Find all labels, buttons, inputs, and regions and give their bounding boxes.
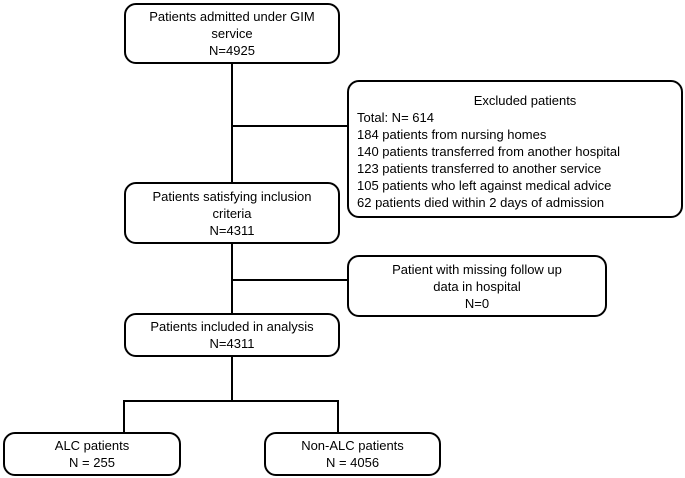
connector-to-nonalc	[337, 400, 339, 433]
admitted-line-1: Patients admitted under GIM	[149, 9, 315, 24]
admitted-line-2: service	[211, 26, 253, 41]
excluded-item: 184 patients from nursing homes	[357, 127, 547, 142]
analysis-box: Patients included in analysis N=4311	[124, 313, 340, 357]
connector-admitted-to-inclusion	[231, 63, 233, 183]
alc-label: ALC patients	[54, 438, 130, 453]
missing-count: N=0	[464, 295, 490, 311]
inclusion-line-1: Patients satisfying inclusion	[152, 188, 312, 204]
connector-to-missing	[231, 279, 348, 281]
alc-count: N = 255	[69, 455, 115, 470]
admitted-count: N=4925	[209, 43, 255, 58]
inclusion-count: N=4311	[209, 222, 255, 238]
excluded-item: 62 patients died within 2 days of admiss…	[357, 195, 605, 210]
nonalc-label: Non-ALC patients	[301, 438, 404, 453]
connector-to-excluded	[231, 125, 348, 127]
missing-box: Patient with missing follow up data in h…	[347, 255, 607, 317]
missing-line-2: data in hospital	[433, 278, 521, 294]
excluded-total: Total: N= 614	[357, 110, 434, 125]
excluded-item: 140 patients transferred from another ho…	[357, 144, 621, 159]
connector-inclusion-to-analysis	[231, 243, 233, 314]
connector-to-alc	[123, 400, 125, 433]
excluded-box: Excluded patients Total: N= 614 184 pati…	[347, 80, 683, 218]
nonalc-count: N = 4056	[325, 455, 380, 470]
nonalc-box: Non-ALC patients N = 4056	[264, 432, 441, 476]
excluded-item: 105 patients who left against medical ad…	[357, 178, 612, 193]
connector-split-horizontal	[123, 400, 338, 402]
inclusion-box: Patients satisfying inclusion criteria N…	[124, 182, 340, 244]
excluded-item: 123 patients transferred to another serv…	[357, 161, 602, 176]
alc-box: ALC patients N = 255	[3, 432, 181, 476]
missing-line-1: Patient with missing follow up	[392, 261, 562, 277]
analysis-line-1: Patients included in analysis	[150, 319, 314, 334]
admitted-box: Patients admitted under GIM service N=49…	[124, 3, 340, 64]
inclusion-line-2: criteria	[212, 205, 252, 221]
connector-analysis-to-split	[231, 356, 233, 401]
excluded-title: Excluded patients	[473, 93, 577, 108]
analysis-count: N=4311	[209, 336, 255, 351]
